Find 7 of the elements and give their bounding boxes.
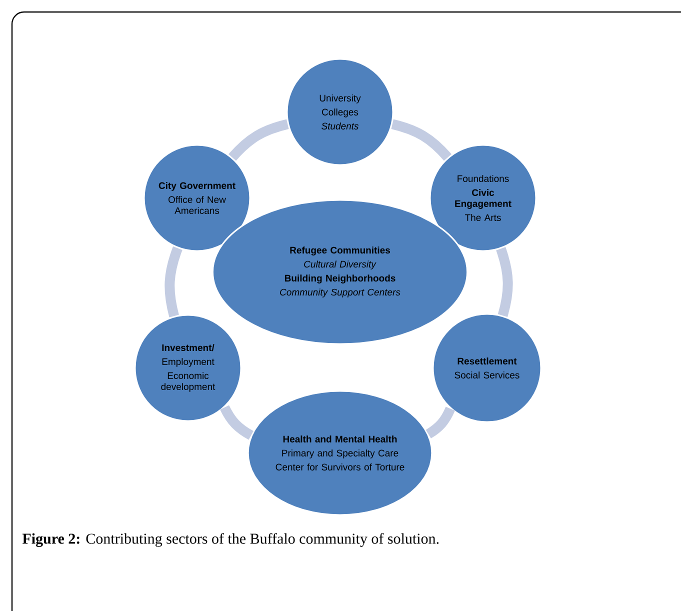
ring-connector [228,119,289,161]
ring-connector [391,119,452,161]
figure-caption: Figure 2: Contributing sectors of the Buffalo community of solution. [22,533,439,547]
ring-connector [426,406,455,438]
ring-connector [164,246,182,318]
ring-connector [496,247,513,317]
ring-connector [220,405,254,440]
